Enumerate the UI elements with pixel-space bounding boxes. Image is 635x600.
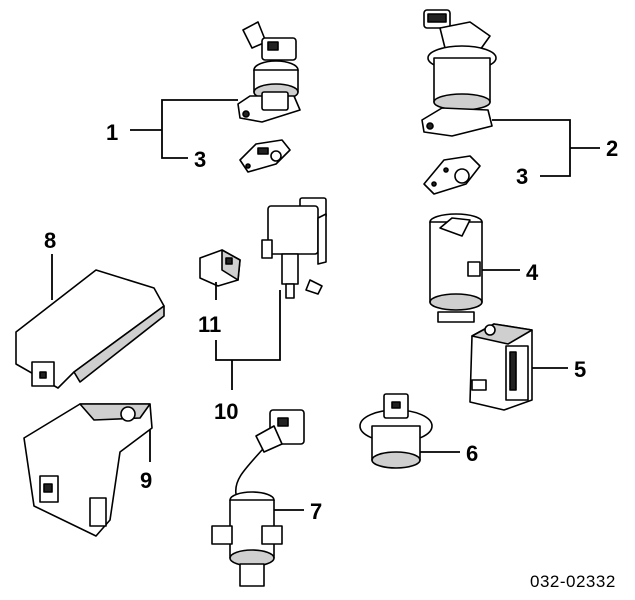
callout-6: 6 bbox=[466, 441, 478, 466]
callout-1: 1 bbox=[106, 120, 118, 145]
gasket-part-3-right bbox=[423, 155, 481, 195]
sensor-part-4 bbox=[429, 213, 483, 323]
cover-part-8 bbox=[15, 269, 165, 389]
callout-8: 8 bbox=[44, 228, 56, 253]
callout-11: 11 bbox=[198, 312, 221, 337]
egr-valve-part-2 bbox=[421, 9, 497, 137]
bracket-part-9 bbox=[23, 403, 153, 537]
leader-lines bbox=[51, 99, 600, 511]
callout-9: 9 bbox=[140, 468, 152, 493]
relay-box-part-5 bbox=[469, 323, 533, 411]
callout-labels: 1 3 2 3 8 4 11 5 10 6 9 7 bbox=[44, 120, 618, 524]
pump-part-7 bbox=[211, 409, 305, 587]
egr-valve-part-1 bbox=[237, 21, 301, 123]
callout-3-right: 3 bbox=[516, 164, 528, 189]
clip-part-11 bbox=[199, 249, 241, 287]
callout-7: 7 bbox=[310, 499, 322, 524]
solenoid-part-10 bbox=[261, 197, 327, 299]
callout-3-left: 3 bbox=[194, 147, 206, 172]
sensor-part-6 bbox=[359, 393, 433, 469]
reference-code: 032-02332 bbox=[530, 572, 616, 591]
callout-2: 2 bbox=[606, 136, 618, 161]
gasket-part-3-left bbox=[239, 139, 291, 173]
callout-4: 4 bbox=[526, 260, 539, 285]
callout-5: 5 bbox=[574, 357, 586, 382]
callout-10: 10 bbox=[214, 399, 238, 424]
